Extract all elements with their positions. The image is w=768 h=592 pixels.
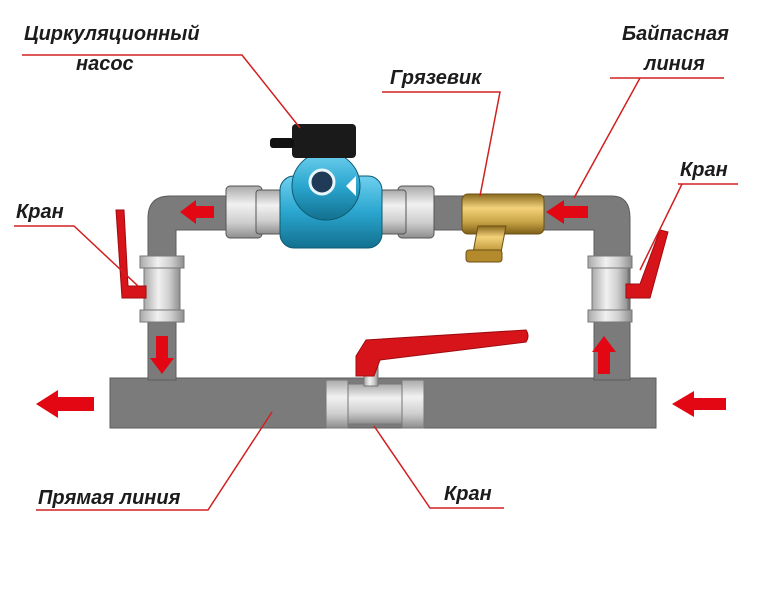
left-valve-hex-top: [139, 255, 185, 269]
bottom-valve-hex-left: [325, 379, 349, 429]
strainer-cap: [465, 249, 503, 263]
right-valve-hex-bottom: [587, 309, 633, 323]
label-bypass-line2: линия: [643, 53, 705, 75]
bottom-valve-handle: [355, 329, 529, 377]
labels: Циркуляционный насос Грязевик Байпасная …: [16, 23, 729, 509]
label-valve-left: Кран: [16, 201, 64, 223]
label-valve-right: Кран: [680, 159, 728, 181]
arrow-out-left: [36, 390, 94, 418]
leader-lines: [14, 54, 738, 511]
leader-valve-left: [14, 225, 139, 287]
leader-bypass: [573, 77, 724, 199]
flow-arrows: [36, 200, 726, 418]
label-pump-line2: насос: [76, 53, 134, 75]
label-pump-line1: Циркуляционный: [24, 23, 200, 45]
left-valve-handle: [115, 209, 147, 299]
leader-valve-bottom: [373, 425, 504, 509]
label-strainer: Грязевик: [390, 67, 482, 89]
label-main-line: Прямая линия: [38, 487, 181, 509]
arrow-top-left: [180, 200, 214, 224]
pump-terminal-box: [292, 124, 356, 158]
pump-arrow-mark: [346, 176, 356, 196]
pump-union-left-inner: [255, 189, 283, 235]
leader-valve-right: [639, 183, 738, 271]
leader-main-line: [36, 411, 273, 511]
pump-union-right-inner: [379, 189, 407, 235]
right-valve-handle: [625, 229, 669, 299]
leader-pump: [22, 54, 301, 129]
label-valve-bottom: Кран: [444, 483, 492, 505]
bottom-valve: [325, 329, 529, 429]
right-valve: [587, 229, 669, 323]
pump-dial: [308, 168, 336, 196]
leader-strainer: [382, 91, 501, 197]
label-bypass-line1: Байпасная: [622, 23, 729, 45]
left-valve-hex-bottom: [139, 309, 185, 323]
arrow-top-strainer: [546, 200, 588, 224]
right-valve-hex-top: [587, 255, 633, 269]
bottom-valve-hex-right: [401, 379, 425, 429]
arrow-up-right: [592, 336, 616, 374]
arrow-down-left: [150, 336, 174, 374]
strainer: [461, 193, 545, 263]
circulation-pump: [225, 124, 435, 249]
arrow-in-right: [672, 391, 726, 417]
pump-cable: [270, 138, 294, 148]
left-valve: [115, 209, 185, 323]
